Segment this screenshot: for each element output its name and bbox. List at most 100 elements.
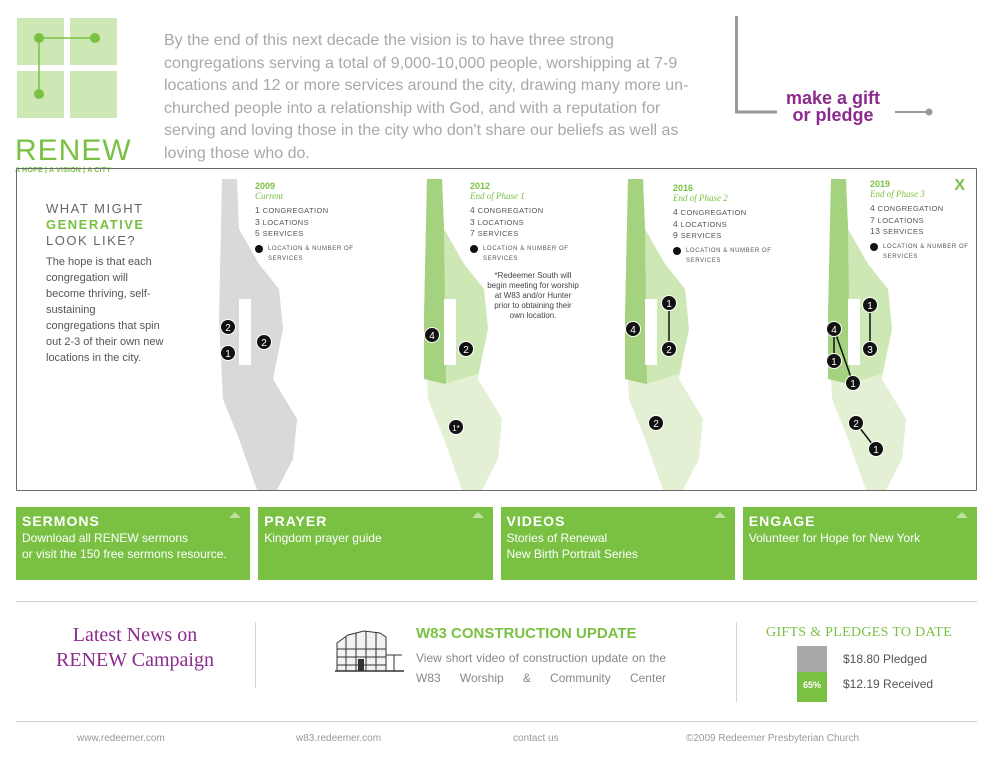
map-2009-markers: 2 1 2 bbox=[220, 319, 272, 361]
map-phase: Current bbox=[255, 191, 284, 201]
expand-arrow-icon[interactable] bbox=[229, 512, 242, 518]
svg-text:3: 3 bbox=[867, 345, 873, 356]
svg-text:1: 1 bbox=[867, 301, 873, 312]
received-amount: $12.19 Received bbox=[843, 677, 934, 691]
tile-link[interactable]: Volunteer for Hope for New York bbox=[748, 531, 921, 545]
svg-text:1*: 1* bbox=[452, 424, 460, 433]
map-2012: 4 2 1* 2012 End of Phase 1 4 CONGREGATIO… bbox=[422, 169, 579, 490]
svg-text:1: 1 bbox=[831, 357, 837, 368]
tile-link[interactable]: Download all RENEW sermons bbox=[22, 531, 189, 545]
w83-update-title[interactable]: W83 CONSTRUCTION UPDATE bbox=[416, 625, 637, 642]
footer-link-w83[interactable]: w83.redeemer.com bbox=[296, 733, 382, 744]
renew-logo-mark bbox=[17, 18, 117, 118]
svg-text:2: 2 bbox=[666, 345, 672, 356]
marker-legend: LOCATION & NUMBER OF SERVICES bbox=[673, 246, 773, 266]
map-2019-markers: 1 4 1 3 1 2 1 bbox=[826, 297, 884, 457]
logo-word: RENEW bbox=[15, 134, 132, 167]
marker-legend: LOCATION & NUMBER OF SERVICES bbox=[470, 244, 570, 264]
map-phase: End of Phase 2 bbox=[673, 193, 728, 203]
vision-intro-text: By the end of this next decade the visio… bbox=[164, 32, 689, 162]
footer-link-contact[interactable]: contact us bbox=[513, 733, 559, 744]
footer-divider bbox=[16, 721, 977, 722]
map-phase: End of Phase 3 bbox=[870, 189, 925, 199]
marker-dot-icon bbox=[673, 246, 681, 255]
generative-vision-panel: X WHAT MIGHT GENERATIVE LOOK LIKE? The h… bbox=[16, 168, 977, 491]
svg-text:2: 2 bbox=[653, 419, 659, 430]
heading-highlight: GENERATIVE bbox=[46, 217, 145, 232]
map-2016: 1 4 2 2 2016 End of Phase 2 4 CONGREGATI… bbox=[623, 169, 771, 490]
svg-text:2: 2 bbox=[261, 338, 267, 349]
redeemer-south-note: *Redeemer South will begin meeting for w… bbox=[487, 271, 579, 320]
svg-text:1: 1 bbox=[850, 379, 856, 390]
manhattan-map-2012: 4 2 1* bbox=[424, 179, 502, 490]
pledge-callout[interactable]: make a gift or pledge bbox=[735, 16, 935, 126]
map-2019-legend: 2019 End of Phase 3 4 CONGREGATION 7 LOC… bbox=[870, 179, 970, 262]
tile-title: PRAYER bbox=[264, 513, 328, 529]
tile-link[interactable]: Kingdom prayer guide bbox=[264, 531, 382, 545]
tile-engage[interactable]: ENGAGE Volunteer for Hope for New York bbox=[742, 507, 977, 580]
map-stats: 4 CONGREGATION 3 LOCATIONS 7 SERVICES bbox=[470, 205, 544, 238]
latest-news-heading[interactable]: Latest News on RENEW Campaign bbox=[56, 624, 214, 671]
map-2009: 2 1 2 2009 Current 1 CONGREGATION 3 LOCA… bbox=[217, 169, 353, 490]
section-divider bbox=[16, 601, 977, 602]
close-icon[interactable]: X bbox=[954, 177, 965, 194]
svg-text:1: 1 bbox=[666, 299, 672, 310]
tile-link[interactable]: or visit the 150 free sermons resource. bbox=[22, 547, 227, 561]
tile-title: ENGAGE bbox=[748, 513, 816, 529]
tile-link[interactable]: New Birth Portrait Series bbox=[506, 547, 638, 561]
svg-text:1: 1 bbox=[225, 349, 231, 360]
expand-arrow-icon[interactable] bbox=[713, 512, 726, 518]
svg-text:2: 2 bbox=[225, 323, 231, 334]
tile-title: VIDEOS bbox=[506, 513, 566, 529]
svg-text:4: 4 bbox=[630, 325, 636, 336]
generative-description: The hope is that each congregation will … bbox=[46, 256, 164, 364]
map-year: 2012 bbox=[470, 181, 491, 191]
marker-legend: LOCATION & NUMBER OF SERVICES bbox=[870, 242, 970, 262]
expand-arrow-icon[interactable] bbox=[956, 512, 968, 518]
tile-sermons[interactable]: SERMONS Download all RENEW sermons or vi… bbox=[16, 507, 251, 580]
gifts-pledges-heading: GIFTS & PLEDGES TO DATE bbox=[766, 625, 953, 640]
pledge-line-1: make a gift bbox=[785, 88, 881, 108]
svg-text:2: 2 bbox=[853, 419, 859, 430]
pledged-bar bbox=[797, 646, 827, 672]
manhattan-map-2019: 1 4 1 3 1 2 1 bbox=[826, 179, 906, 490]
resource-tiles: SERMONS Download all RENEW sermons or vi… bbox=[16, 507, 977, 580]
tile-link[interactable]: Stories of Renewal bbox=[506, 531, 608, 545]
map-2016-markers: 1 4 2 2 bbox=[625, 295, 677, 431]
map-stats: 1 CONGREGATION 3 LOCATIONS 5 SERVICES bbox=[255, 205, 329, 238]
map-2012-legend: 2012 End of Phase 1 4 CONGREGATION 3 LOC… bbox=[470, 181, 570, 264]
marker-legend: LOCATION & NUMBER OF SERVICES bbox=[255, 244, 355, 264]
make-gift-pledge-link[interactable]: make a gift or pledge bbox=[777, 88, 889, 125]
tile-videos[interactable]: VIDEOS Stories of Renewal New Birth Port… bbox=[500, 507, 735, 580]
map-stats: 4 CONGREGATION 4 LOCATIONS 9 SERVICES bbox=[673, 207, 747, 240]
map-stats: 4 CONGREGATION 7 LOCATIONS 13 SERVICES bbox=[870, 203, 944, 236]
pledge-line-2: or pledge bbox=[792, 105, 874, 125]
heading-line-3: LOOK LIKE? bbox=[46, 233, 137, 248]
renew-logo[interactable]: RENEW A HOPE | A VISION | A CITY bbox=[15, 16, 132, 174]
svg-text:4: 4 bbox=[831, 325, 837, 336]
tile-prayer[interactable]: PRAYER Kingdom prayer guide bbox=[258, 507, 493, 580]
manhattan-map-2009: 2 1 2 bbox=[219, 179, 297, 490]
svg-text:1: 1 bbox=[873, 445, 879, 456]
building-icon[interactable] bbox=[334, 625, 404, 673]
manhattan-map-2016: 1 4 2 2 bbox=[625, 179, 703, 490]
w83-update-text: View short video of construction update … bbox=[416, 651, 666, 685]
map-year: 2019 bbox=[870, 179, 891, 189]
marker-dot-icon bbox=[255, 244, 263, 253]
marker-dot-icon bbox=[870, 242, 878, 251]
svg-text:2: 2 bbox=[463, 345, 469, 356]
column-divider bbox=[255, 622, 256, 688]
map-2016-legend: 2016 End of Phase 2 4 CONGREGATION 4 LOC… bbox=[673, 183, 773, 266]
received-bar: 65% bbox=[797, 672, 827, 702]
generative-heading: WHAT MIGHT GENERATIVE LOOK LIKE? bbox=[46, 201, 145, 249]
map-2012-markers: 4 2 1* bbox=[424, 327, 474, 435]
tile-title: SERMONS bbox=[22, 513, 100, 529]
pledged-amount: $18.80 Pledged bbox=[843, 652, 928, 666]
footer-link-redeemer[interactable]: www.redeemer.com bbox=[77, 733, 165, 744]
logo-tagline: A HOPE | A VISION | A CITY bbox=[15, 167, 112, 174]
column-divider bbox=[736, 622, 737, 702]
heading-line-1: WHAT MIGHT bbox=[46, 201, 144, 216]
map-year: 2016 bbox=[673, 183, 694, 193]
expand-arrow-icon[interactable] bbox=[471, 512, 484, 518]
marker-dot-icon bbox=[470, 244, 478, 253]
